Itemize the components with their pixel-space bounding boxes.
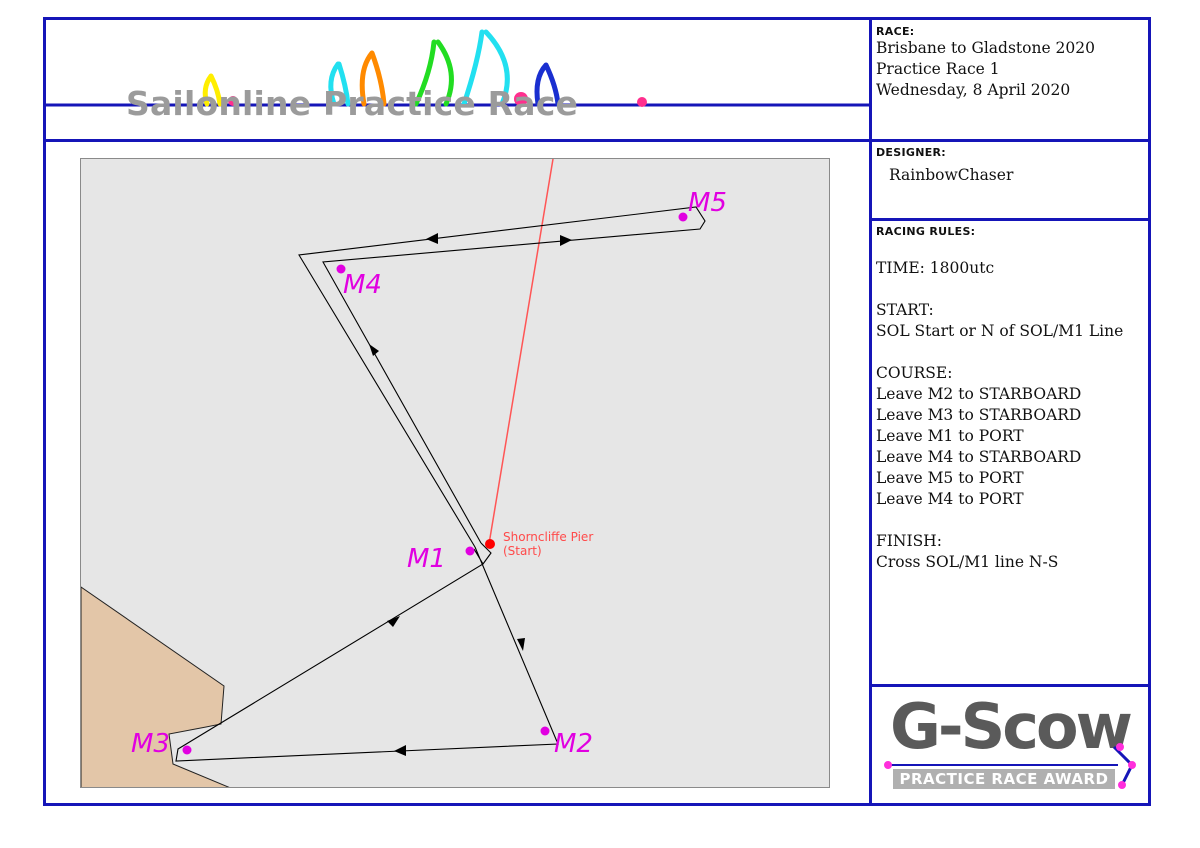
logo-dot-icon [514,92,528,106]
race-subtitle: Practice Race 1 [876,60,1000,78]
land-shape [81,586,230,787]
designer-divider [869,218,1151,221]
gscow-badge-subtitle: PRACTICE RACE AWARD [893,769,1115,789]
sail-cyan-small-icon [328,61,351,107]
mark-label-m2: M2 [554,729,593,759]
start-label-line1: Shorncliffe Pier [503,530,593,544]
rules-panel: RACING RULES: TIME: 1800utc START: SOL S… [872,221,1148,684]
course-leg-outer [175,546,559,762]
rules-time: TIME: 1800utc [876,259,995,277]
sail-green-icon [413,39,454,107]
rules-course-item: Leave M4 to STARBOARD [876,448,1082,466]
arrow-icon [387,616,400,627]
start-label-line2: (Start) [503,544,542,558]
rules-start-heading: START: [876,301,934,319]
mark-m1-icon [465,546,475,556]
designer-heading: DESIGNER: [876,146,946,159]
designer-name: RainbowChaser [889,166,1014,184]
rules-course-item: Leave M3 to STARBOARD [876,406,1082,424]
rules-course-heading: COURSE: [876,364,953,382]
sail-orange-icon [359,50,387,107]
arrow-icon [517,638,525,651]
mark-m5-icon [678,212,688,222]
gscow-badge-title: G-Scow [890,690,1133,763]
course-map-svg: Shorncliffe Pier (Start) M1 M2 M3 M4 M5 [81,159,727,787]
logo-title: Sailonline Practice Race [126,84,579,123]
sail-blue-icon [534,62,561,107]
arrow-icon [394,745,406,756]
rules-course-item: Leave M5 to PORT [876,469,1024,487]
race-name: Brisbane to Gladstone 2020 [876,39,1095,57]
logo-dot-icon [228,96,238,106]
mark-label-m1: M1 [407,544,446,574]
arrow-icon [560,235,572,246]
column-divider [869,17,872,806]
mark-label-m4: M4 [343,270,382,300]
race-heading: RACE: [876,25,915,38]
course-leg-upper [298,206,706,548]
badge-dot-icon [884,761,892,769]
rules-course-item: Leave M2 to STARBOARD [876,385,1082,403]
rules-heading: RACING RULES: [876,225,976,238]
header-logo [46,20,869,139]
mark-label-m3: M3 [131,729,170,759]
sail-yellow-icon [202,73,223,107]
rules-course-item: Leave M4 to PORT [876,490,1024,508]
rules-divider [869,684,1151,687]
race-panel: RACE: Brisbane to Gladstone 2020 Practic… [872,20,1148,139]
sails-icon [202,29,561,107]
badge-dot-icon [1118,781,1126,789]
rules-course-item: Leave M1 to PORT [876,427,1024,445]
rules-start: SOL Start or N of SOL/M1 Line [876,322,1124,340]
race-date: Wednesday, 8 April 2020 [876,81,1071,99]
race-divider [869,139,1151,142]
arrow-icon [426,233,438,244]
logo-dot-icon [637,97,647,107]
course-map: Shorncliffe Pier (Start) M1 M2 M3 M4 M5 [80,158,830,788]
mark-m2-icon [540,726,550,736]
course-leg-m1 [480,542,492,565]
arrow-icon [369,344,379,356]
rules-finish-heading: FINISH: [876,532,942,550]
gscow-badge-graphic [884,743,1136,789]
start-point-icon [485,539,495,549]
page-frame [43,17,1151,806]
badge-dot-icon [1128,761,1136,769]
sailonline-logo-graphic [46,29,869,107]
header-divider [43,139,872,142]
designer-panel: DESIGNER: RainbowChaser [872,142,1148,218]
sail-cyan-large-icon [461,29,510,107]
mark-m4-icon [336,264,346,274]
rules-finish: Cross SOL/M1 line N-S [876,553,1059,571]
marks [182,212,688,755]
course-route [175,206,706,762]
mark-m3-icon [182,745,192,755]
badge-dot-icon [1116,743,1124,751]
start-line [488,159,554,545]
mark-label-m5: M5 [688,188,727,218]
course-arrows [369,233,572,756]
